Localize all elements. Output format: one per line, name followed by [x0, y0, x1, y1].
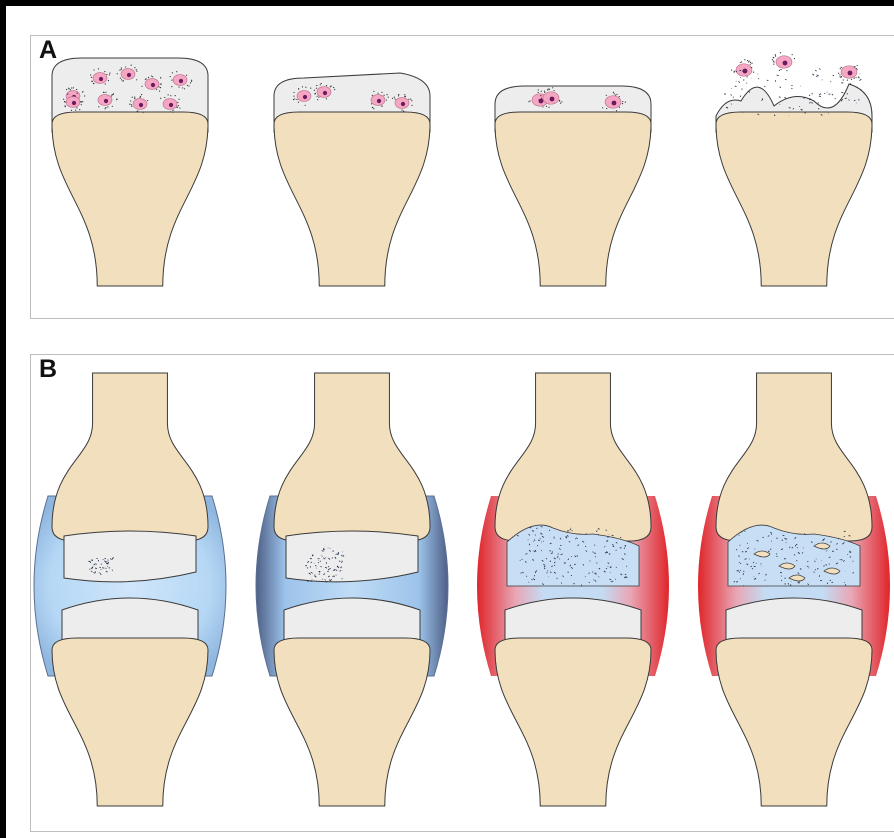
cell-nucleus [303, 95, 307, 99]
upper-bone [52, 373, 208, 541]
lower-bone [274, 638, 430, 806]
panel-b-joint-1 [34, 373, 226, 806]
cell-nucleus [550, 97, 555, 102]
cell-nucleus [151, 83, 155, 87]
cell-nucleus [139, 103, 143, 107]
joint-illustrations [6, 6, 894, 838]
figure-background: A B [6, 6, 894, 838]
lower-bone [716, 638, 872, 806]
cell-nucleus [127, 73, 131, 77]
cell-nucleus [612, 101, 617, 106]
cell-nucleus [104, 99, 108, 103]
panel-a-joint-1 [52, 58, 208, 286]
cell-nucleus [169, 103, 173, 107]
panel-a-joint-3 [495, 86, 651, 286]
panel-a-joint-4 [716, 52, 872, 286]
cell-nucleus [539, 99, 544, 104]
bone [52, 112, 208, 286]
cell-nucleus [848, 71, 853, 76]
cell-nucleus [72, 101, 76, 105]
bone [716, 112, 872, 286]
cell-nucleus [377, 99, 381, 103]
panel-b-joint-2 [256, 373, 448, 806]
upper-cartilage [64, 531, 196, 582]
upper-bone [274, 373, 430, 541]
cell-nucleus [743, 69, 748, 74]
bone [495, 112, 651, 286]
upper-bone [716, 373, 872, 541]
cell-nucleus [99, 77, 103, 81]
chondrocyte [772, 52, 795, 71]
lower-bone [495, 638, 651, 806]
panel-b-joint-4 [698, 373, 890, 806]
cell-nucleus [783, 61, 788, 66]
upper-bone [495, 373, 651, 541]
lower-bone [52, 638, 208, 806]
upper-cartilage [286, 531, 418, 582]
cell-nucleus [401, 102, 405, 106]
panel-a-joint-2 [274, 73, 430, 286]
cell-nucleus [323, 91, 327, 95]
chondrocyte [731, 59, 754, 81]
cell-nucleus [179, 79, 183, 83]
panel-b-joint-3 [477, 373, 669, 806]
bone [274, 112, 430, 286]
